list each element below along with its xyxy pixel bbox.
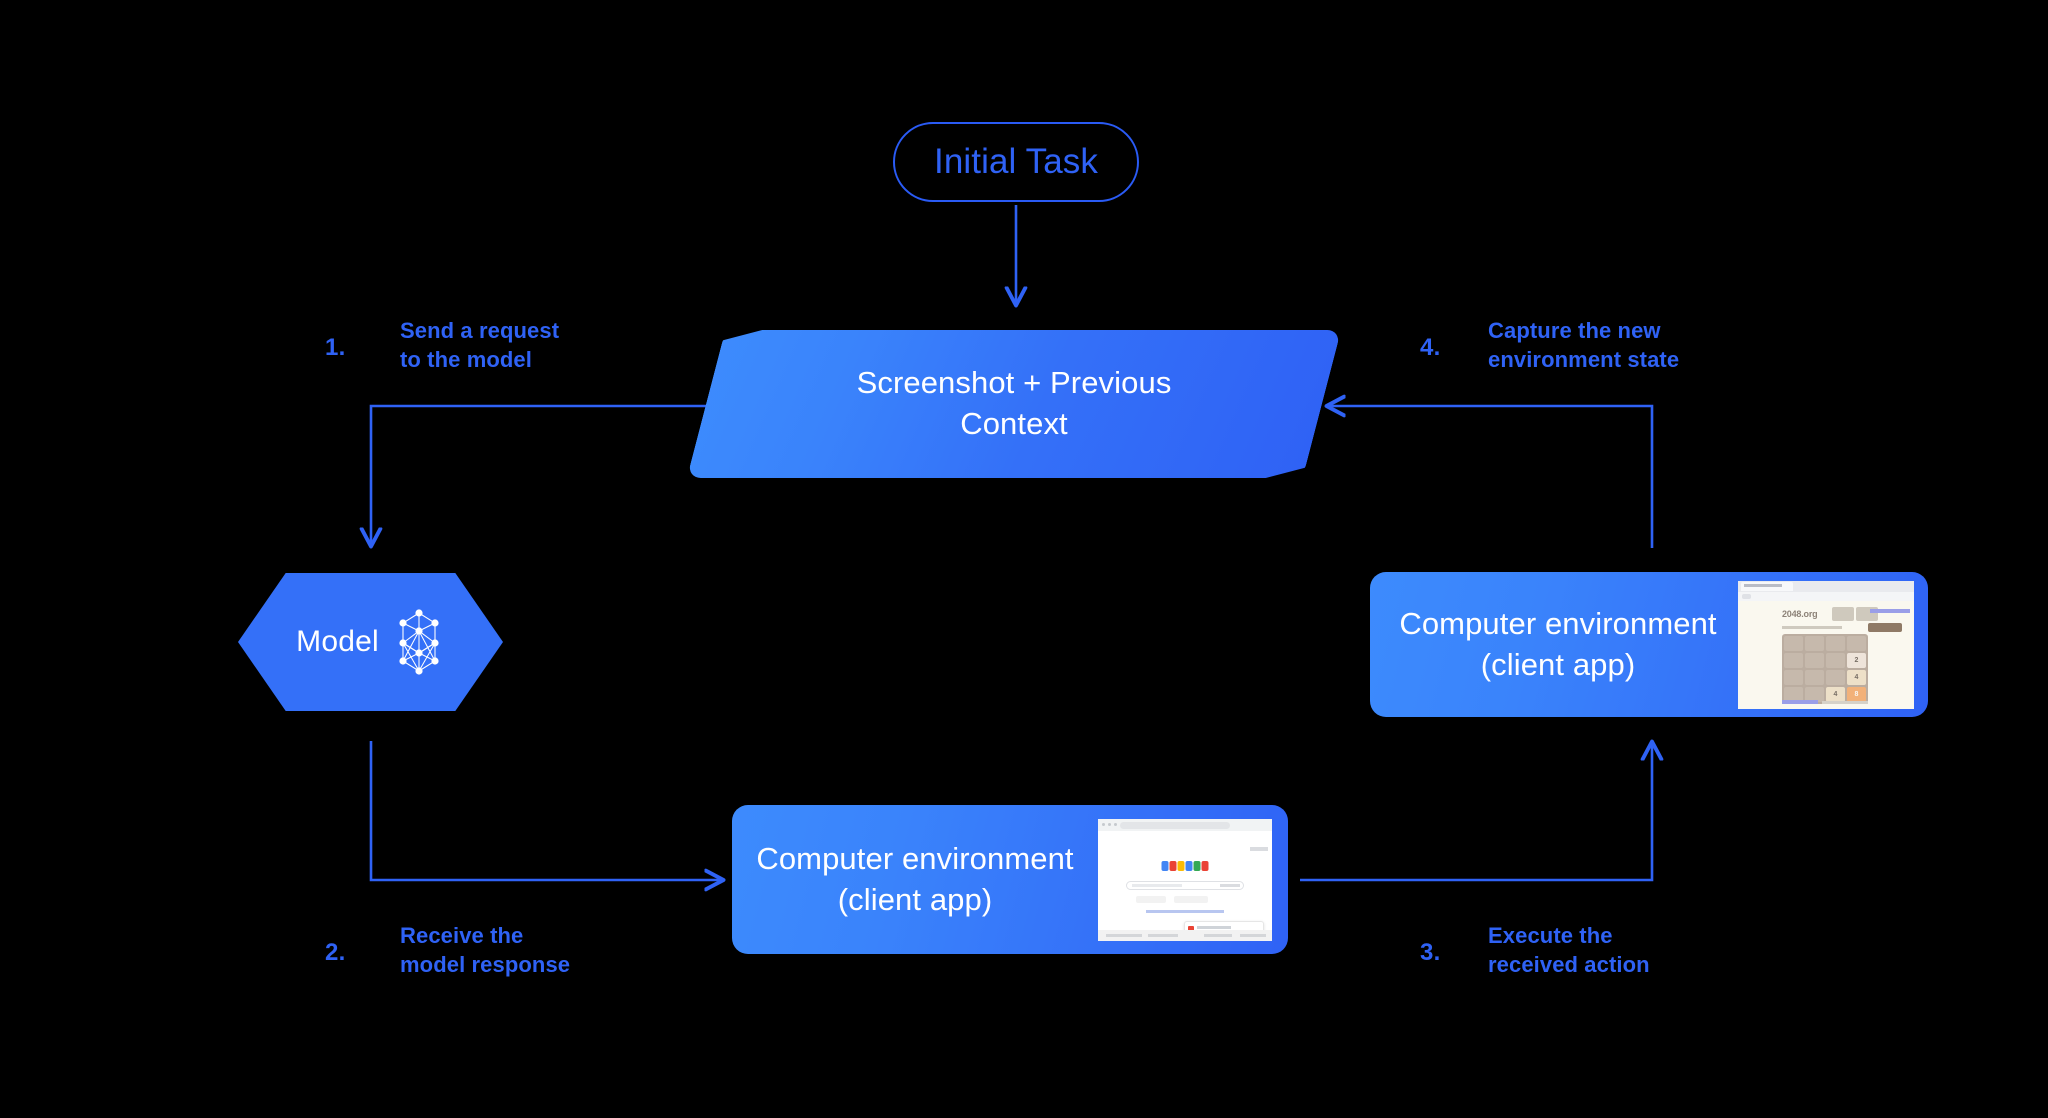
omnibox [1120, 821, 1230, 829]
thumbnail-2048-game: 2048.org 2 4 4 8 [1738, 580, 1914, 709]
step-1-text: Send a request to the model [400, 318, 560, 373]
step-3-number: 3. [1420, 939, 1441, 966]
tile [1784, 635, 1803, 651]
step-1-label: 1. Send a request to the model [325, 310, 625, 390]
initial-task-label: Initial Task [934, 142, 1098, 181]
env-bottom-label-line2: (client app) [837, 881, 993, 917]
game-title: 2048.org [1782, 608, 1818, 619]
tile: 4 [1826, 686, 1845, 702]
footer-link [1782, 699, 1818, 704]
thumbnail-google-search [1098, 818, 1272, 941]
new-game-button [1868, 622, 1902, 632]
edge-env-top-to-context [1327, 406, 1654, 548]
step-2-text: Receive the model response [400, 923, 571, 978]
hexagon-shape [238, 573, 503, 711]
env-bottom-label-line1: Computer environment [756, 840, 1074, 876]
edge-model-to-env-bottom [369, 741, 723, 880]
tile [1805, 635, 1824, 651]
page-body: 2048.org 2 4 4 8 [1738, 600, 1914, 709]
tile [1784, 669, 1803, 685]
node-computer-environment-top[interactable]: Computer environment (client app) 2048.o… [1370, 572, 1928, 717]
browser-urlbar [1738, 591, 1914, 601]
browser-tab-title [1744, 583, 1782, 587]
tile-value: 4 [1833, 690, 1838, 698]
page-footer [1098, 929, 1272, 941]
node-computer-environment-bottom[interactable]: Computer environment (client app) [732, 805, 1288, 954]
tile [1847, 635, 1866, 651]
google-search-button[interactable] [1136, 895, 1166, 903]
page-body [1098, 830, 1272, 941]
tile [1826, 669, 1845, 685]
footer-link [1240, 933, 1266, 937]
tile [1805, 686, 1824, 702]
tile: 2 [1847, 652, 1866, 668]
tile-value: 4 [1854, 673, 1859, 681]
tile [1784, 652, 1803, 668]
context-label-line1: Screenshot + Previous [856, 365, 1172, 401]
nav-forward-icon [1108, 822, 1111, 826]
game-subtitle [1782, 625, 1842, 629]
page-link [1870, 608, 1910, 613]
search-action-icons [1220, 883, 1240, 887]
tile [1805, 652, 1824, 668]
edge-env-bottom-to-env-top [1300, 742, 1652, 882]
footer-link [1106, 933, 1142, 937]
header-links [1250, 846, 1268, 851]
score-box [1832, 606, 1854, 621]
footer-link [1204, 933, 1232, 937]
tile [1784, 686, 1803, 702]
node-model[interactable]: Model [238, 573, 503, 711]
tile: 8 [1847, 686, 1866, 702]
step-1-number: 1. [325, 334, 346, 361]
step-4-number: 4. [1420, 334, 1441, 361]
language-links [1146, 909, 1224, 913]
game-grid: 2 4 4 8 [1782, 633, 1868, 704]
step-3-label: 3. Execute the received action [1420, 915, 1720, 995]
step-2-label: 2. Receive the model response [325, 915, 645, 995]
env-top-label-line1: Computer environment [1399, 605, 1717, 641]
model-label: Model [296, 625, 379, 658]
google-logo-icon [1161, 860, 1209, 871]
footer-text [1822, 700, 1868, 704]
footer-link [1148, 933, 1178, 937]
context-label-group: Screenshot + Previous Context [706, 330, 1322, 478]
nav-reload-icon [1114, 822, 1117, 826]
node-initial-task[interactable]: Initial Task [893, 122, 1139, 202]
tile: 4 [1847, 669, 1866, 685]
step-3-text: Execute the received action [1488, 923, 1650, 978]
browser-tabbar [1738, 580, 1914, 592]
tile-value: 8 [1854, 690, 1859, 698]
search-input[interactable] [1126, 880, 1244, 890]
tile-value: 2 [1854, 656, 1859, 664]
env-bottom-label-group: Computer environment (client app) [732, 839, 1098, 921]
node-screenshot-previous-context[interactable]: Screenshot + Previous Context [706, 330, 1322, 478]
context-label-line2: Context [960, 406, 1068, 441]
search-query-text [1132, 883, 1182, 887]
step-2-number: 2. [325, 939, 346, 966]
browser-url-text [1742, 593, 1751, 599]
nav-back-icon [1102, 822, 1105, 826]
env-top-label-line2: (client app) [1480, 646, 1636, 682]
env-top-label-group: Computer environment (client app) [1370, 604, 1738, 686]
feeling-lucky-button[interactable] [1174, 895, 1208, 903]
tile [1826, 652, 1845, 668]
edge-context-to-model [371, 404, 708, 546]
dialog-title [1197, 925, 1231, 929]
dialog-icon [1188, 925, 1194, 932]
tile [1826, 635, 1845, 651]
step-4-label: 4. Capture the new environment state [1420, 310, 1740, 390]
tile [1805, 669, 1824, 685]
neural-network-icon [399, 609, 439, 675]
model-content: Model [238, 573, 503, 711]
step-4-text: Capture the new environment state [1488, 318, 1680, 373]
